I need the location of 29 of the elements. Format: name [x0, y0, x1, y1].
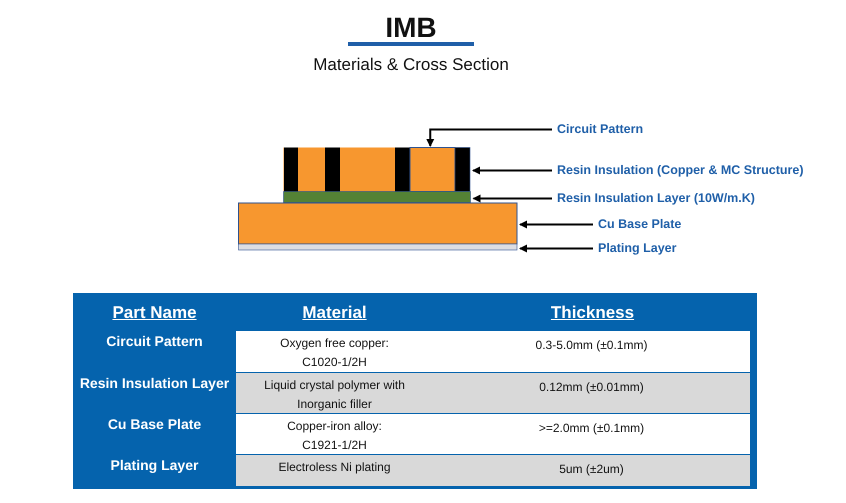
base-plate	[238, 202, 518, 244]
material-cell: Electroless Ni plating	[236, 455, 433, 486]
plating-layer	[238, 244, 518, 250]
copper-block	[410, 147, 456, 192]
arrow	[519, 244, 593, 252]
thickness-cell: 0.12mm (±0.01mm)	[433, 373, 750, 413]
part-name: Cu Base Plate	[106, 415, 202, 433]
title: IMB	[384, 12, 438, 44]
thickness-cell: 0.3-5.0mm (±0.1mm)	[433, 331, 750, 372]
part-name-header: Part Name	[111, 303, 198, 323]
arrow	[472, 194, 552, 202]
material-header: Material	[301, 303, 368, 323]
callout-label: Cu Base Plate	[598, 217, 682, 232]
thickness-header: Thickness	[550, 303, 636, 323]
arrow	[519, 220, 593, 228]
thickness-cell: >=2.0mm (±0.1mm)	[433, 414, 750, 454]
callout-label: Plating Layer	[598, 241, 676, 256]
callout-label: Circuit Pattern	[557, 122, 644, 137]
resin-bar	[454, 147, 470, 192]
thickness-cell: 5um (±2um)	[433, 455, 750, 486]
resin-layer	[283, 191, 471, 203]
arrow	[426, 128, 552, 147]
arrow	[472, 166, 552, 174]
part-name: Resin Insulation Layer	[78, 374, 230, 392]
callout-label: Resin Insulation Layer (10W/m.K)	[557, 191, 755, 206]
part-name: Circuit Pattern	[105, 332, 204, 350]
part-name: Plating Layer	[110, 456, 200, 474]
subtitle: Materials & Cross Section	[312, 55, 510, 75]
callout-label: Resin Insulation (Copper & MC Structure)	[557, 163, 804, 178]
